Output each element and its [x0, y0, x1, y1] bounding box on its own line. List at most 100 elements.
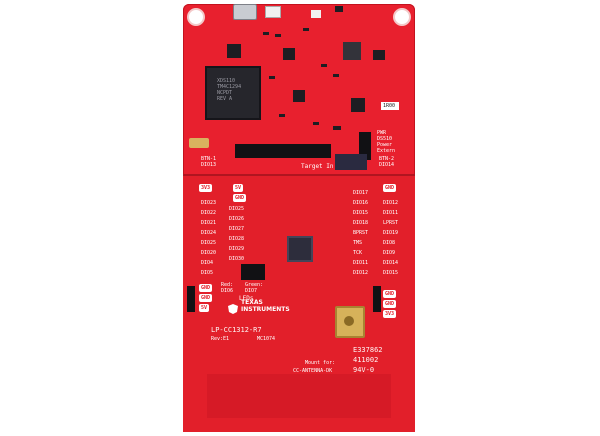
isolation-jumper-header — [235, 144, 331, 158]
resistor-marking: 1R00 — [383, 103, 396, 109]
pwr-label: PWR — [377, 130, 387, 136]
tag-3v3-bottom: 3V3 — [383, 310, 397, 318]
right-pin-a-3: DIO18 — [353, 220, 369, 226]
ic-upper-mid — [283, 48, 295, 60]
antenna-note-1: Mount for: — [305, 360, 336, 366]
left-pin-7: DIO5 — [201, 270, 214, 276]
center-left-pin-3: DIO28 — [229, 236, 245, 242]
left-pin-1: DIO22 — [201, 210, 217, 216]
left-pin-3: DIO24 — [201, 230, 217, 236]
right-pin-a-4: BPRST — [353, 230, 369, 236]
power-jumper-header — [359, 132, 371, 160]
tag-3v3: 3V3 — [199, 184, 213, 192]
red-led-pin: DIO6 — [221, 288, 234, 294]
right-pin-a-1: DIO16 — [353, 200, 369, 206]
mounting-hole-top-left — [187, 8, 205, 26]
ti-brand-line2: INSTRUMENTS — [241, 306, 290, 313]
pwr-label-2: DS510 — [377, 136, 393, 142]
passive-4 — [321, 64, 327, 67]
passive-6 — [269, 76, 275, 79]
right-pin-a-7: DIO11 — [353, 260, 369, 266]
tag-gnd-bottom-left-1: GND — [199, 284, 213, 292]
center-left-pin-4: DIO29 — [229, 246, 245, 252]
resistor-label-chip: 1R00 — [381, 102, 399, 110]
left-pin-2: DIO21 — [201, 220, 217, 226]
green-led-pin: DIO7 — [245, 288, 258, 294]
serial-number-2: 411002 — [353, 356, 379, 364]
antenna-trace — [207, 374, 391, 418]
right-pin-a-2: DIO15 — [353, 210, 369, 216]
bottom-right-header — [373, 286, 381, 312]
flammability-rating: 94V-0 — [353, 366, 375, 374]
left-pin-6: DIO4 — [201, 260, 214, 266]
tag-gnd-bottom-right-2: GND — [383, 300, 397, 308]
right-pin-a-8: DIO12 — [353, 270, 369, 276]
ic-mid — [293, 90, 305, 102]
center-left-pin-1: DIO26 — [229, 216, 245, 222]
passive-7 — [279, 114, 285, 117]
leds-label: LEDs — [239, 295, 254, 302]
right-pin-b-0: DIO12 — [383, 200, 399, 206]
btn1-label: BTN-1 — [201, 156, 217, 162]
section-divider — [183, 174, 415, 176]
ic-mid-right — [351, 98, 365, 112]
right-pin-b-1: DIO11 — [383, 210, 399, 216]
passive-1 — [263, 32, 269, 35]
center-left-pin-2: DIO27 — [229, 226, 245, 232]
board-code: MC1074 — [257, 336, 276, 342]
usb-connector — [233, 4, 257, 20]
btn1-pin: DIO13 — [201, 162, 217, 168]
top-component-2 — [335, 6, 343, 12]
center-left-pin-5: DIO30 — [229, 256, 245, 262]
bottom-left-header — [187, 286, 195, 312]
right-pin-b-6: DIO14 — [383, 260, 399, 266]
tag-5v-bottom: 5V — [199, 304, 210, 312]
red-led-label: Red: — [221, 282, 234, 288]
ic-upper-right — [343, 42, 361, 60]
right-pin-b-7: DIO15 — [383, 270, 399, 276]
antenna-note-2: CC-ANTENNA-DK — [293, 368, 333, 374]
sma-connector — [335, 306, 365, 338]
top-component — [311, 10, 321, 18]
reset-button — [265, 6, 281, 18]
pwr-label-4: Extern — [377, 148, 396, 154]
right-pin-b-5: DIO9 — [383, 250, 396, 256]
tag-5v: 5V — [233, 184, 244, 192]
right-pin-a-6: TCK — [353, 250, 363, 256]
launchpad-board: XDS110 TM4C1294 NCPDT REV A 1R00 PWR DS5… — [183, 4, 415, 432]
board-revision: Rev:E1 — [211, 336, 230, 342]
passive-5 — [333, 74, 339, 77]
right-pin-a-5: TMS — [353, 240, 363, 246]
ic-upper-left — [227, 44, 241, 58]
mounting-hole-top-right — [393, 8, 411, 26]
ti-logo-icon — [227, 300, 239, 314]
target-in-label: Target In — [301, 163, 334, 170]
target-header — [335, 154, 367, 170]
led-jumpers — [241, 264, 265, 280]
pwr-label-3: Power — [377, 142, 393, 148]
left-pin-0: DIO23 — [201, 200, 217, 206]
right-pin-b-4: DIO8 — [383, 240, 396, 246]
debugger-mcu: XDS110 TM4C1294 NCPDT REV A — [205, 66, 261, 120]
tag-gnd-bottom-left-2: GND — [199, 294, 213, 302]
passive-9 — [333, 126, 341, 130]
board-name: LP-CC1312-R7 — [211, 326, 262, 334]
passive-8 — [313, 122, 319, 125]
passive-2 — [275, 34, 281, 37]
left-pin-5: DIO20 — [201, 250, 217, 256]
debugger-mcu-marking: XDS110 TM4C1294 NCPDT REV A — [217, 78, 242, 102]
rf-mcu-chip — [287, 236, 313, 262]
center-left-pin-0: DIO25 — [229, 206, 245, 212]
tag-gnd-left: GND — [233, 194, 247, 202]
crystal — [189, 138, 209, 148]
serial-number-1: E337862 — [353, 346, 383, 354]
btn2-pin: DIO14 — [379, 162, 395, 168]
ti-brand-line1: TEXAS — [241, 299, 263, 306]
green-led-label: Green: — [245, 282, 264, 288]
tag-gnd-bottom-right-1: GND — [383, 290, 397, 298]
btn2-label: BTN-2 — [379, 156, 395, 162]
right-pin-a-0: DIO17 — [353, 190, 369, 196]
ic-upper-right-2 — [373, 50, 385, 60]
tag-gnd-right: GND — [383, 184, 397, 192]
passive-3 — [303, 28, 309, 31]
